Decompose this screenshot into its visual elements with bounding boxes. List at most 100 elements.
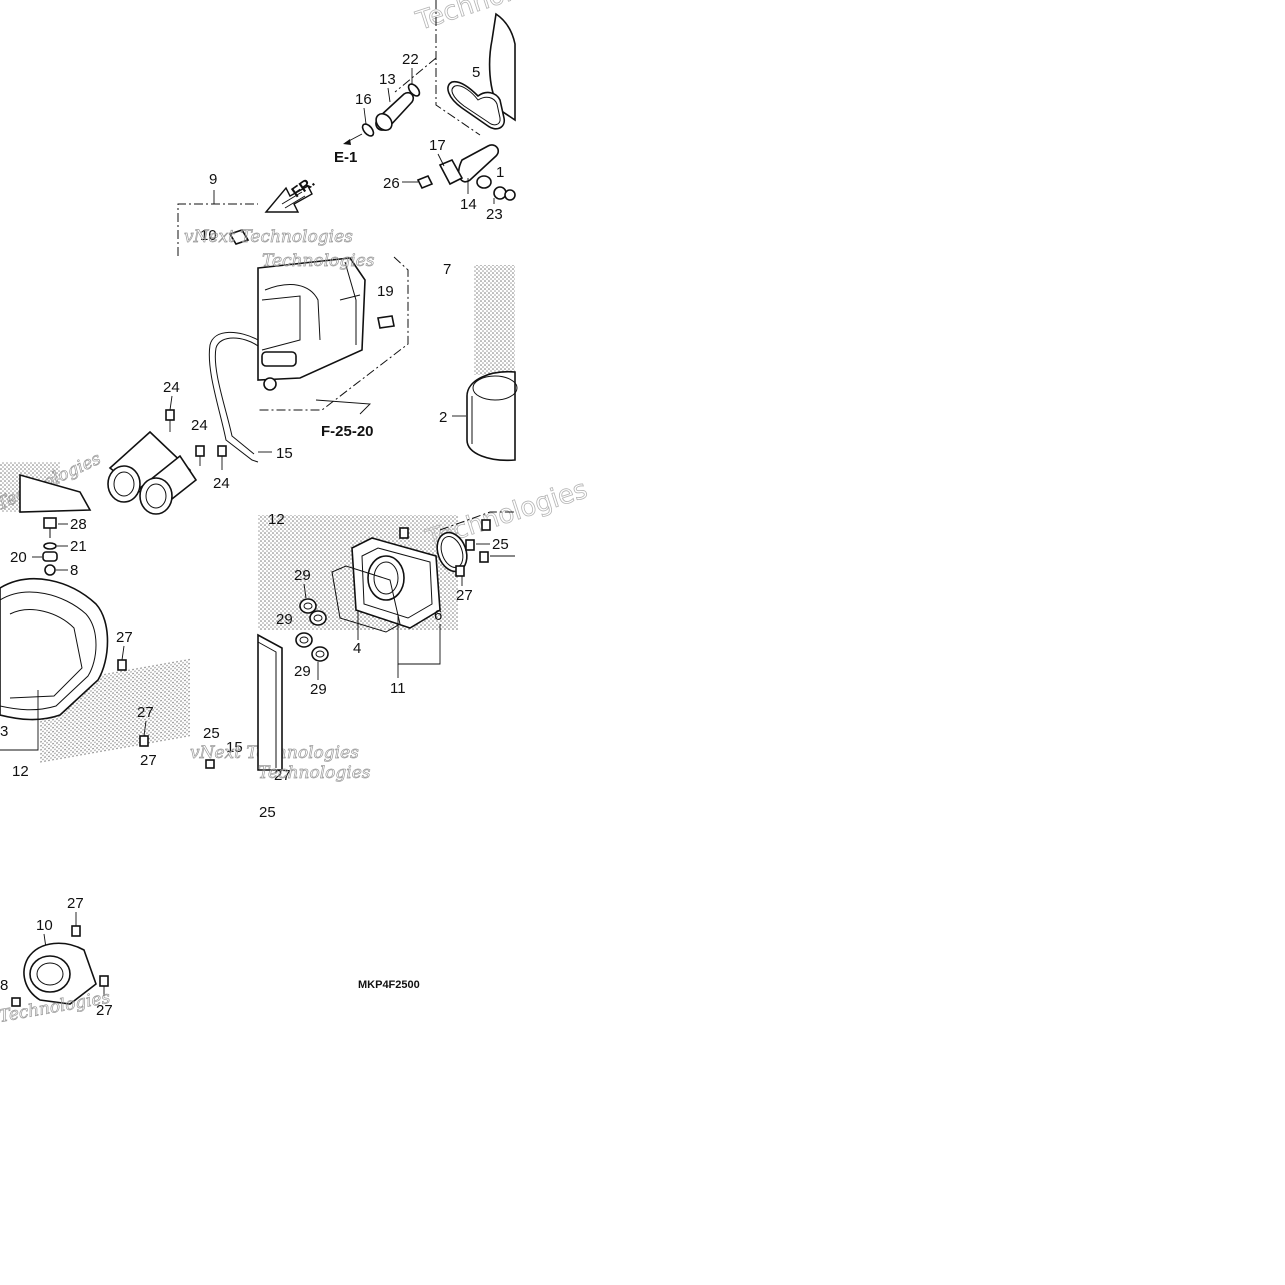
- callout-12: 12: [12, 763, 29, 780]
- bolt: [465, 539, 475, 551]
- callout-1: 1: [496, 164, 504, 181]
- callout-15: 15: [276, 445, 293, 462]
- bolt: [481, 519, 491, 531]
- callout-29: 29: [294, 567, 311, 584]
- tube-clamp: [438, 158, 464, 186]
- callout-2: 2: [439, 409, 447, 426]
- reference-f-25-20: F-25-20: [321, 423, 374, 440]
- drain-plug: [476, 175, 492, 189]
- bolt: [43, 517, 57, 538]
- callout-23: 23: [486, 206, 503, 223]
- callout-14: 14: [460, 196, 477, 213]
- collar: [44, 564, 56, 576]
- callout-8: 8: [0, 977, 8, 994]
- tile-intake-funnels: 15 24 24 24: [107, 331, 293, 515]
- assembly-outline: [394, 57, 437, 93]
- callout-22: 22: [402, 51, 419, 68]
- seal-gasket: [447, 80, 506, 130]
- bolt: [11, 997, 21, 1007]
- air-cleaner-cover: [0, 577, 109, 721]
- bolt: [139, 735, 149, 747]
- callout-24: 24: [191, 417, 208, 434]
- callout-27: 27: [137, 704, 154, 721]
- grommet: [42, 551, 58, 562]
- collar: [311, 646, 329, 662]
- callout-13: 13: [379, 71, 396, 88]
- drain-tube: [457, 144, 500, 183]
- callout-27: 27: [67, 895, 84, 912]
- collar: [295, 632, 313, 648]
- bolt: [479, 551, 489, 563]
- collar: [299, 598, 317, 614]
- callout-15: 15: [226, 739, 243, 756]
- tile-throttle-body-cover: 12 Technologies 25 27 29 29 29 29: [257, 474, 591, 821]
- bolt: [117, 659, 127, 671]
- callout-21: 21: [70, 538, 87, 555]
- callout-24: 24: [163, 379, 180, 396]
- assembly-outline: [435, 0, 481, 136]
- watermark-text: Technologies: [262, 251, 375, 271]
- end-cover-cap: [29, 955, 71, 993]
- screw: [416, 174, 434, 190]
- hose-clip: [407, 83, 421, 97]
- callout-8: 8: [70, 562, 78, 579]
- callout-25: 25: [203, 725, 220, 742]
- callout-24: 24: [213, 475, 230, 492]
- watermark-text: Technologies: [258, 763, 371, 783]
- bolt: [99, 975, 109, 987]
- bolt: [195, 445, 205, 466]
- bolt: [455, 565, 465, 577]
- cover-gasket: [331, 565, 401, 633]
- callout-27: 27: [96, 1002, 113, 1019]
- collar: [309, 610, 327, 626]
- washer: [43, 542, 57, 550]
- hose-clip: [361, 123, 375, 137]
- callout-29: 29: [294, 663, 311, 680]
- drain-cap: [493, 186, 507, 200]
- front-direction-arrow: FR.: [264, 173, 318, 213]
- callout-9: 9: [209, 171, 217, 188]
- air-filter-element: [466, 370, 518, 462]
- tile-breather-section: Technologies FR. E-: [264, 0, 581, 223]
- callout-27: 27: [456, 587, 473, 604]
- callout-25: 25: [492, 536, 509, 553]
- callout-6: 6: [434, 607, 442, 624]
- air-cleaner-housing: [257, 257, 366, 381]
- callout-27: 27: [116, 629, 133, 646]
- callout-11: 11: [390, 680, 406, 697]
- tile-element-label: 9 10 vNext Technologies: [177, 171, 353, 256]
- label-plate: [228, 229, 250, 245]
- air-funnel: [107, 465, 141, 503]
- inlet-nipple: [261, 351, 297, 367]
- bolt: [217, 445, 227, 470]
- callout-12: 12: [268, 511, 285, 528]
- bolt: [71, 925, 81, 937]
- callout-29: 29: [276, 611, 293, 628]
- shaded-area: [474, 265, 515, 375]
- bolt: [165, 409, 175, 432]
- callout-20: 20: [10, 549, 27, 566]
- callout-5: 5: [472, 64, 480, 81]
- callout-3: 3: [0, 723, 8, 740]
- bolt: [205, 759, 215, 769]
- tile-case-cover: Technologies 28 21 20 8 27 27 27 3 12 25…: [0, 448, 359, 780]
- callout-16: 16: [355, 91, 372, 108]
- watermark-text: vNext Technologies: [184, 227, 353, 247]
- callout-17: 17: [429, 137, 446, 154]
- callout-10: 10: [36, 917, 53, 934]
- intake-port: [367, 555, 405, 601]
- callout-19: 19: [377, 283, 394, 300]
- reference-e1: E-1: [334, 149, 357, 166]
- air-funnel: [139, 477, 173, 515]
- callout-26: 26: [383, 175, 400, 192]
- element-holder: [377, 315, 395, 329]
- tile-end-cover: 27 10 27 8 Technologies: [0, 895, 113, 1027]
- callout-7: 7: [443, 261, 451, 278]
- case-flange: [19, 473, 92, 513]
- callout-25: 25: [259, 804, 276, 821]
- callout-27: 27: [140, 752, 157, 769]
- callout-4: 4: [353, 640, 361, 657]
- callout-10: 10: [200, 227, 217, 244]
